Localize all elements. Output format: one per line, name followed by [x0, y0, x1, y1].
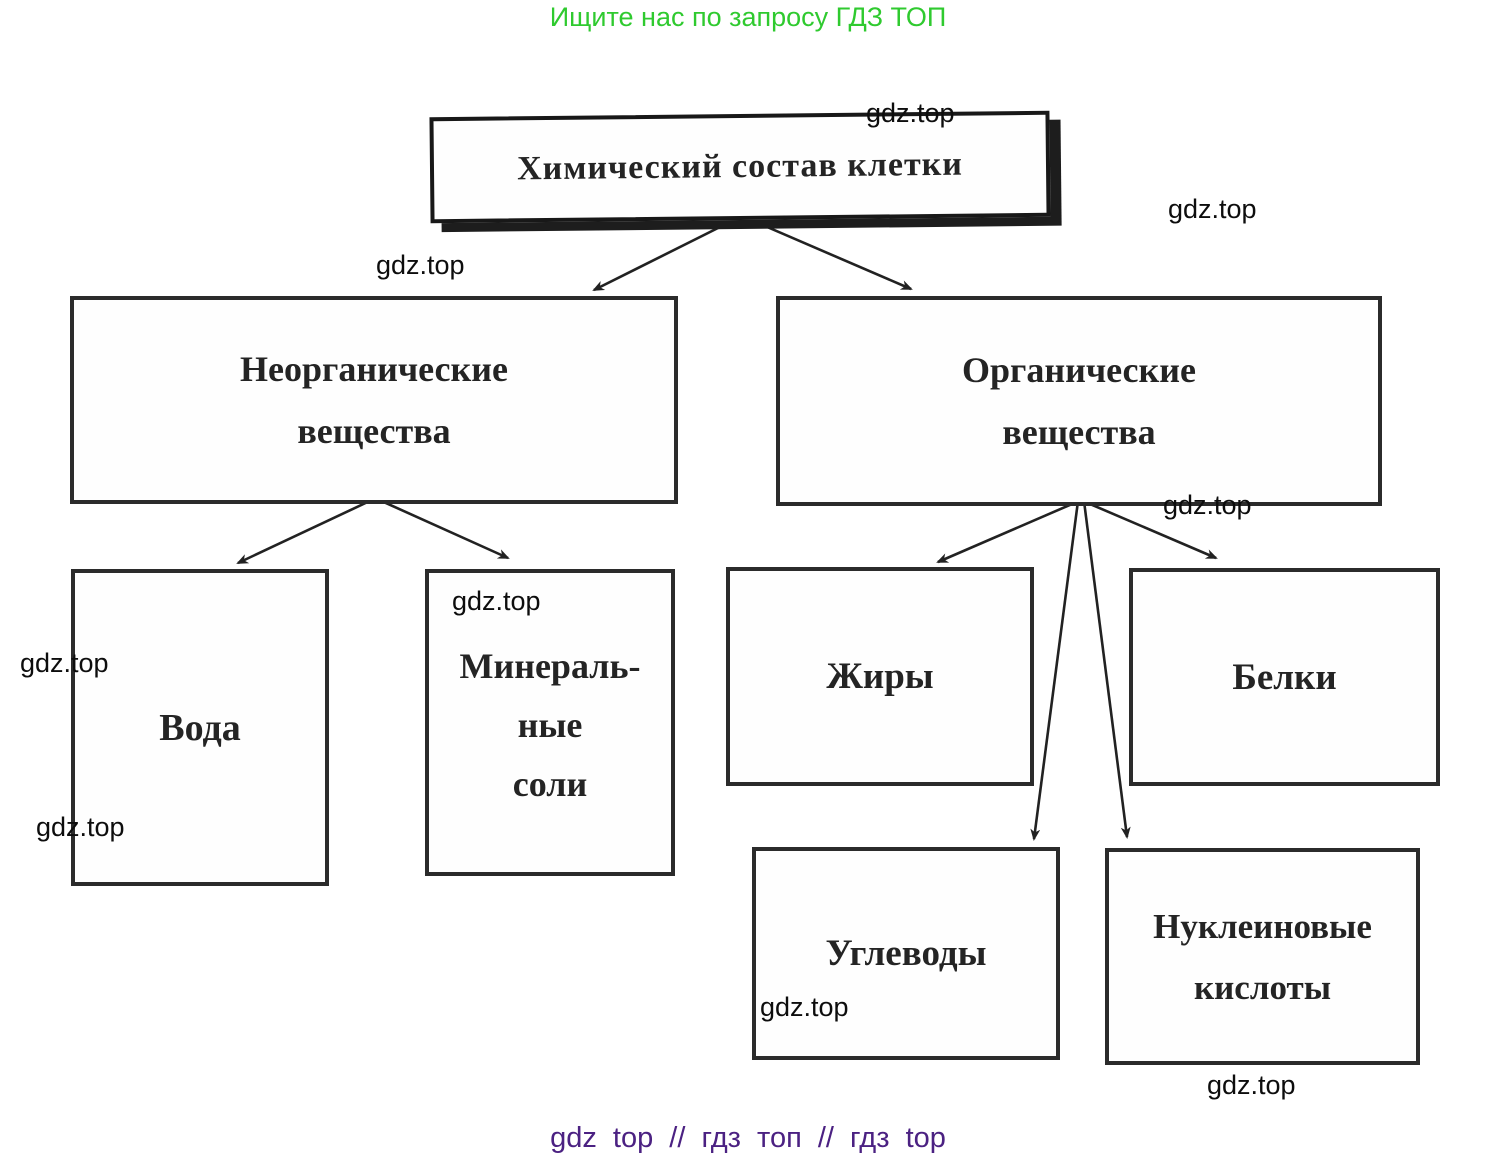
node-carbohydrates: Углеводы [752, 847, 1060, 1060]
arrow-organic-to-carbohydrates [1030, 500, 1080, 841]
node-mineral-salts: Минераль- ные соли [425, 569, 675, 876]
promo-banner-text: Ищите нас по запросу ГДЗ ТОП [549, 2, 947, 32]
node-fats-label: Жиры [826, 656, 934, 697]
arrow-root-to-organic [743, 215, 913, 291]
arrow-inorganic-to-water [236, 497, 375, 565]
watermark-top-right: gdz.top [1168, 194, 1257, 224]
arrow-inorganic-to-salts [376, 497, 510, 560]
node-water-label: Вода [159, 706, 241, 749]
watermark-below-organic: gdz.top [1163, 490, 1252, 520]
watermark-in-carbs-box: gdz.top [760, 992, 849, 1022]
watermark-left-lower: gdz.top [36, 812, 125, 842]
node-organic-line1: Органические [961, 350, 1197, 390]
node-water: Вода [71, 569, 329, 886]
node-inorganic-substances: Неорганические вещества [70, 296, 678, 504]
node-organic-substances: Органические вещества [776, 296, 1382, 506]
node-proteins-label: Белки [1232, 656, 1337, 698]
node-organic-line2: вещества [1002, 412, 1156, 452]
watermark-left-upper: gdz.top [20, 648, 109, 678]
node-proteins: Белки [1129, 568, 1440, 786]
node-inorganic-line1: Неорганические [240, 349, 508, 389]
node-mineral-salts-line3: соли [512, 764, 588, 804]
watermark-above-inorganic: gdz.top [376, 250, 465, 280]
arrow-organic-to-nucleic-acids [1082, 500, 1131, 839]
node-mineral-salts-line2: ные [517, 705, 583, 745]
node-inorganic-line2: вещества [297, 411, 451, 451]
node-mineral-salts-line1: Минераль- [459, 646, 641, 686]
node-carbohydrates-label: Углеводы [825, 933, 987, 974]
arrow-organic-to-fats [936, 499, 1080, 564]
arrow-root-to-inorganic [592, 215, 741, 292]
node-chemical-composition: Химический состав клетки [429, 110, 1051, 224]
node-nucleic-acids: Нуклеиновые кислоты [1105, 848, 1420, 1065]
node-nucleic-acids-line1: Нуклеиновые [1153, 906, 1372, 946]
node-fats: Жиры [726, 567, 1034, 786]
footer-links-text: gdz top // гдз топ // гдз top [550, 1122, 946, 1154]
watermark-top-title: gdz.top [866, 98, 955, 128]
watermark-in-salts-box: gdz.top [452, 586, 541, 616]
node-nucleic-acids-line2: кислоты [1193, 967, 1332, 1007]
watermark-bottom-right: gdz.top [1207, 1070, 1296, 1100]
arrow-organic-to-proteins [1082, 499, 1218, 560]
node-chemical-composition-label: Химический состав клетки [516, 145, 964, 188]
